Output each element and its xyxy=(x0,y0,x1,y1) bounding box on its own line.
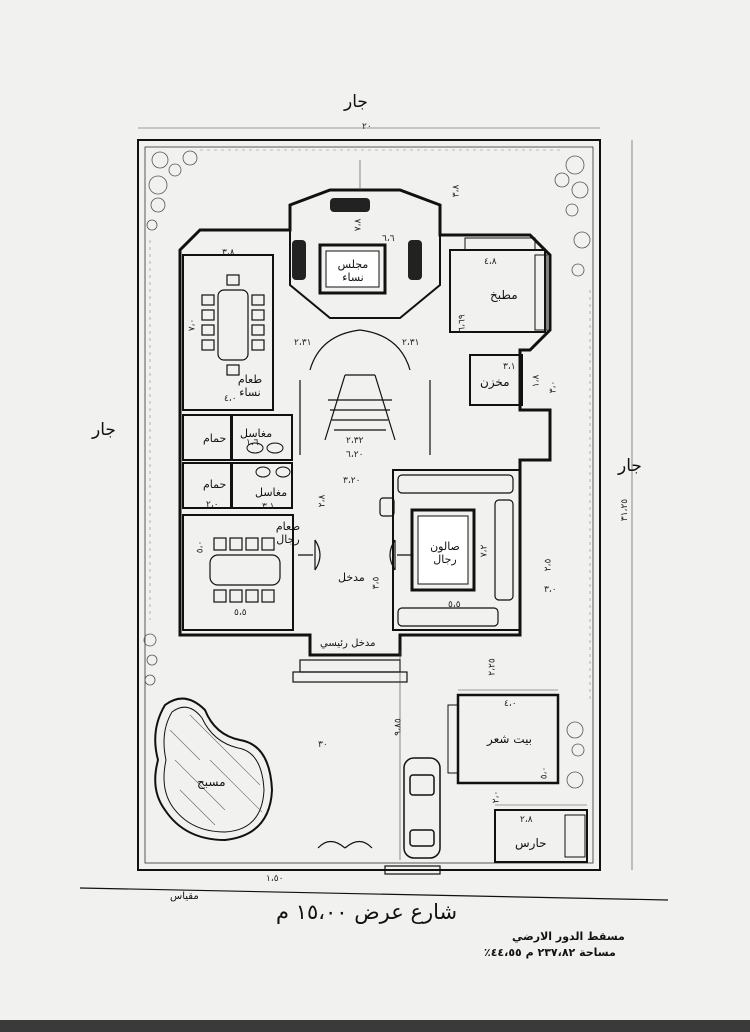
dim-salon-w: ٥،٥ xyxy=(448,600,461,610)
dim-setback: ١،٥٠ xyxy=(266,874,284,884)
sinks2-walls xyxy=(231,462,293,509)
plan-area: مساحة ٢٣٧،٨٢ م ٤٤،٥٥٪ xyxy=(484,946,616,959)
room-pool: مسبح xyxy=(197,775,226,789)
women-dining-walls xyxy=(182,254,274,411)
dim-door-gap: ٣،٠ xyxy=(548,380,559,394)
dim-stair-a: ٢،٣١ xyxy=(294,338,312,348)
dim-salon-h: ٧،٢ xyxy=(479,544,490,558)
garden-border xyxy=(143,150,591,789)
room-women-majlis: مجلس نساء xyxy=(337,258,369,284)
dim-kitchen-w: ٤،٨ xyxy=(484,257,497,267)
street-label: شارع عرض ١٥،٠٠ م xyxy=(276,900,458,924)
garden-hatching xyxy=(149,149,591,700)
dim-tent-h: ٥،٠ xyxy=(539,766,550,780)
men-salon-walls xyxy=(392,469,521,631)
guard-room-walls xyxy=(494,809,588,863)
dim-corridor: ٣،٢٠ xyxy=(343,476,361,486)
room-kitchen: مطبخ xyxy=(490,288,518,302)
car-symbol xyxy=(403,757,441,859)
staircase xyxy=(299,329,431,455)
inner-boundary xyxy=(144,146,594,864)
neighbor-label-top: جار xyxy=(344,92,368,112)
dim-sink-w: ٣،١ xyxy=(262,502,275,512)
plan-title: مسقط الدور الارضي xyxy=(512,930,625,943)
dim-yard: ٩،٨٥ xyxy=(393,718,404,736)
dim-men-dining-w: ٥،٥ xyxy=(234,608,247,618)
women-dining-table xyxy=(201,274,265,376)
women-majlis-walls xyxy=(289,189,441,319)
salon-sofas xyxy=(379,474,514,627)
entrance-doors xyxy=(292,539,412,683)
dim-majlis-w: ٦،٦ xyxy=(382,234,395,244)
room-women-dining: طعام نساء xyxy=(237,373,263,399)
room-guard: حارس xyxy=(515,836,547,850)
dim-dining-h: ٧،٠ xyxy=(187,318,198,332)
dim-side-25: ٢،٥ xyxy=(543,558,554,572)
plot-boundary xyxy=(137,139,601,871)
dim-guard-w: ٢،٨ xyxy=(520,815,533,825)
dim-bath-w: ١،٦ xyxy=(246,438,259,448)
dim-entrance: ٣،٥ xyxy=(371,576,382,590)
dim-men-dining-h: ٥،٠ xyxy=(195,540,206,554)
neighbor-label-right: جار xyxy=(618,456,642,476)
dim-stair-w: ٢،٣٢ xyxy=(346,436,364,446)
men-dining-table xyxy=(209,537,281,603)
majlis-carpet xyxy=(318,243,387,295)
dim-misc-2: ٢،٠ xyxy=(206,500,219,510)
room-men-dining: طعام رجال xyxy=(275,520,301,546)
dim-store-w: ٣،١ xyxy=(503,362,516,372)
room-bath-1: حمام xyxy=(203,432,227,445)
majlis-sofas xyxy=(292,198,422,280)
room-poetry-house: بيت شعر xyxy=(487,732,533,746)
dim-majlis-h: ٧،٨ xyxy=(353,218,364,232)
dim-corridor-h: ٢،٨ xyxy=(317,494,328,508)
room-main-entrance: مدخل رئيسي xyxy=(320,638,376,649)
storage-walls xyxy=(469,354,523,406)
dim-tent-w: ٤،٠ xyxy=(504,699,517,709)
dim-dining-b: ٤،٠ xyxy=(224,394,237,404)
main-gate xyxy=(317,840,441,875)
room-storage: مخزن xyxy=(480,375,510,389)
room-entrance: مدخل xyxy=(338,571,365,584)
neighbor-label-left: جار xyxy=(92,420,116,440)
sinks1-walls xyxy=(231,414,293,461)
scale-note: مقياس xyxy=(170,891,199,902)
room-sinks-2: مغاسل xyxy=(255,486,288,499)
dim-kitchen-h: ٦،٦٩ xyxy=(457,314,468,332)
dim-stair-w2: ٦،٢٠ xyxy=(346,450,364,460)
dimension-lines xyxy=(138,127,633,870)
dim-dining-w: ٣،٨ xyxy=(222,248,235,258)
pool-outline xyxy=(154,697,274,842)
room-men-salon: صالون رجال xyxy=(430,540,460,566)
dim-front-gap: ٢،٢٥ xyxy=(487,658,498,676)
dim-stair-b: ٢،٣١ xyxy=(402,338,420,348)
dim-right-side: ٣،٠ xyxy=(544,585,557,595)
room-sinks-1: مغاسل xyxy=(240,427,273,440)
dim-top-width: ٢٠ xyxy=(362,122,372,132)
salon-carpet xyxy=(410,508,476,592)
dim-right-total: ٣١،٢٥ xyxy=(620,498,631,522)
dim-top-setback: ٣،٨ xyxy=(451,184,462,198)
dim-store-h: ١،٨ xyxy=(531,374,542,388)
room-bath-2: حمام xyxy=(203,478,227,491)
dim-guard-h: ٢،٠ xyxy=(491,790,502,804)
men-dining-walls xyxy=(182,514,294,631)
street-line xyxy=(79,887,669,901)
dim-misc-1: ٣٠ xyxy=(318,740,328,750)
